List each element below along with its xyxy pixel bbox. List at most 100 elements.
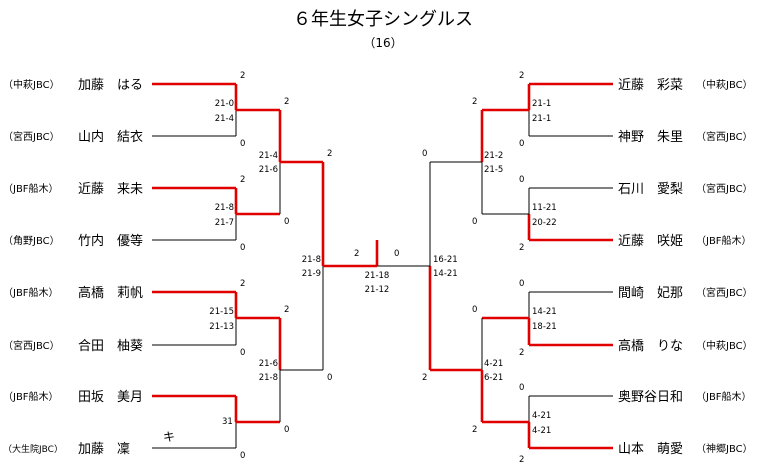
set-score: 14-21 — [433, 269, 458, 279]
game-score: 0 — [240, 451, 245, 461]
player-club: （JBF船木） — [696, 390, 752, 403]
player-name: 神野 朱里 — [618, 130, 683, 145]
game-score: 31 — [222, 417, 233, 427]
game-score: 0 — [327, 373, 332, 383]
final-lines — [323, 240, 430, 268]
set-score: 21-1 — [532, 114, 551, 124]
set-score: 21-8 — [302, 255, 321, 265]
champion-score: 2 — [354, 249, 359, 259]
game-score: 0 — [422, 149, 427, 159]
player-club: （JBF船木） — [3, 286, 59, 299]
set-score: 21-0 — [215, 99, 234, 109]
player-name: 山本 萌愛 — [618, 442, 683, 457]
game-score: 0 — [284, 217, 289, 227]
page-subtitle: （16） — [363, 36, 402, 50]
game-score: 0 — [240, 139, 245, 149]
game-score: 2 — [472, 97, 477, 107]
final-set-score: 21-18 — [365, 271, 390, 281]
runner-up-score: 0 — [394, 249, 399, 259]
set-score: 20-22 — [532, 218, 557, 228]
set-score: 4-21 — [532, 426, 551, 436]
set-score: 21-5 — [484, 165, 503, 175]
set-score: 21-6 — [259, 359, 278, 369]
game-score: 0 — [284, 425, 289, 435]
game-score: 2 — [284, 305, 289, 315]
set-score: 21-8 — [259, 373, 278, 383]
player-club: （神郷JBC） — [696, 442, 753, 455]
player-club: （中萩JBC） — [3, 78, 60, 91]
game-score: 2 — [327, 149, 332, 159]
set-score: 21-1 — [532, 99, 551, 109]
left-match-scores: 21-0 21-4 21-8 21-7 21-15 21-13 2 0 21-4… — [209, 97, 332, 435]
set-score: 21-4 — [259, 151, 278, 161]
game-score: 0 — [519, 279, 524, 289]
player-name: 田坂 美月 — [78, 390, 143, 405]
page-title: ６年生女子シングルス — [293, 9, 473, 30]
player-name: 高橋 莉帆 — [78, 285, 143, 301]
player-name: 合田 柚葵 — [78, 339, 143, 354]
set-score: 4-21 — [484, 359, 503, 369]
game-score: 0 — [472, 305, 477, 315]
player-club: （JBF船木） — [3, 182, 59, 195]
final-set-score: 21-12 — [365, 285, 390, 295]
player-club: （宮西JBC） — [696, 182, 753, 195]
game-score: 2 — [519, 348, 524, 358]
set-score: 11-21 — [532, 203, 557, 213]
game-score: 2 — [240, 279, 245, 289]
set-score: 21-13 — [209, 322, 234, 332]
set-score: 21-4 — [215, 114, 234, 124]
game-score: 0 — [240, 243, 245, 253]
player-name: 近藤 彩菜 — [618, 78, 683, 93]
set-score: 4-21 — [532, 411, 551, 421]
set-score: 21-6 — [259, 165, 278, 175]
player-name: 石川 愛梨 — [618, 182, 683, 197]
game-score: 0 — [519, 139, 524, 149]
game-score: 0 — [472, 217, 477, 227]
set-score: 21-2 — [484, 151, 503, 161]
player-name: 山内 結衣 — [78, 129, 143, 145]
player-name: 竹内 優等 — [78, 233, 143, 249]
game-score: 2 — [240, 175, 245, 185]
right-players: 2 0 0 2 0 2 0 2 近藤 彩菜 （中萩JBC） 神野 朱里 （宮西J… — [519, 71, 753, 465]
final-scores: 2 0 21-18 21-12 — [354, 249, 399, 295]
game-score: 0 — [519, 383, 524, 393]
game-score: 2 — [519, 71, 524, 81]
set-score: 21-7 — [215, 218, 234, 228]
player-club: （中萩JBC） — [696, 339, 753, 352]
game-score: 2 — [519, 455, 524, 465]
player-name: 近藤 咲姫 — [618, 233, 683, 249]
set-score: 21-8 — [215, 203, 234, 213]
walkover-mark: キ — [163, 430, 175, 444]
player-club: （JBF船木） — [696, 234, 752, 247]
game-score: 2 — [519, 243, 524, 253]
game-score: 2 — [472, 425, 477, 435]
player-club: （中萩JBC） — [696, 78, 753, 91]
game-score: 2 — [422, 373, 427, 383]
player-name: 加藤 はる — [78, 78, 143, 93]
set-score: 21-15 — [209, 307, 234, 317]
game-score: 2 — [284, 97, 289, 107]
player-club: （宮西JBC） — [696, 130, 753, 143]
right-bracket-lines — [428, 82, 613, 450]
player-club: （宮西JBC） — [3, 130, 60, 143]
player-name: 間崎 妃那 — [618, 286, 683, 301]
player-name: 加藤 凜 — [78, 442, 130, 457]
player-name: 高橋 りな — [618, 338, 683, 354]
player-name: 近藤 来未 — [78, 182, 143, 197]
player-club: （大生院JBC） — [3, 443, 63, 455]
left-bracket-lines — [152, 82, 325, 449]
right-match-scores: 0 2 16-21 14-21 2 0 21-2 21-5 0 2 4-21 6… — [422, 97, 557, 436]
set-score: 18-21 — [532, 322, 557, 332]
player-club: （角野JBC） — [3, 235, 60, 247]
player-club: （宮西JBC） — [3, 339, 60, 352]
set-score: 6-21 — [484, 373, 503, 383]
player-club: （JBF船木） — [3, 390, 59, 403]
player-name: 奥野谷日和 — [618, 390, 683, 405]
game-score: 0 — [519, 175, 524, 185]
set-score: 21-9 — [302, 269, 321, 279]
game-score: 2 — [240, 71, 245, 81]
set-score: 14-21 — [532, 307, 557, 317]
game-score: 0 — [240, 348, 245, 358]
left-players: （中萩JBC） 加藤 はる （宮西JBC） 山内 結衣 （JBF船木） 近藤 来… — [3, 71, 245, 461]
